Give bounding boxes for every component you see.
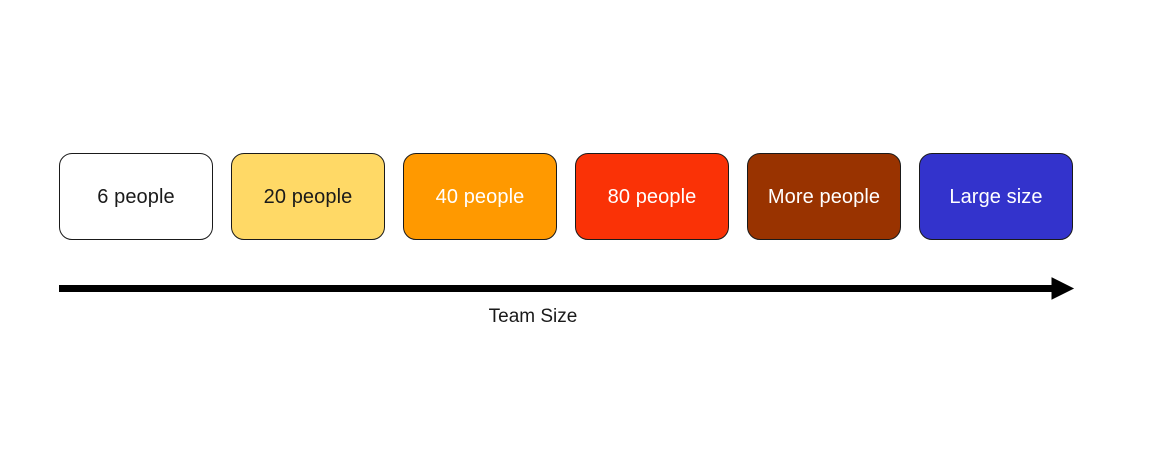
stage-label: 6 people (97, 185, 175, 208)
stage-box-20-people[interactable]: 20 people (231, 153, 385, 240)
stage-label: More people (767, 185, 881, 208)
stage-label: 40 people (435, 185, 525, 208)
stage-label: 20 people (263, 185, 353, 208)
stage-box-more-people[interactable]: More people (747, 153, 901, 240)
team-size-axis-arrow (59, 277, 1075, 300)
stage-box-large-size[interactable]: Large size (919, 153, 1073, 240)
stage-box-row: 6 people 20 people 40 people 80 people M… (59, 153, 1073, 240)
axis-caption: Team Size (488, 306, 578, 327)
stage-box-80-people[interactable]: 80 people (575, 153, 729, 240)
stage-label: Large size (949, 185, 1043, 208)
stage-box-40-people[interactable]: 40 people (403, 153, 557, 240)
stage-box-6-people[interactable]: 6 people (59, 153, 213, 240)
stage-label: 80 people (607, 185, 697, 208)
